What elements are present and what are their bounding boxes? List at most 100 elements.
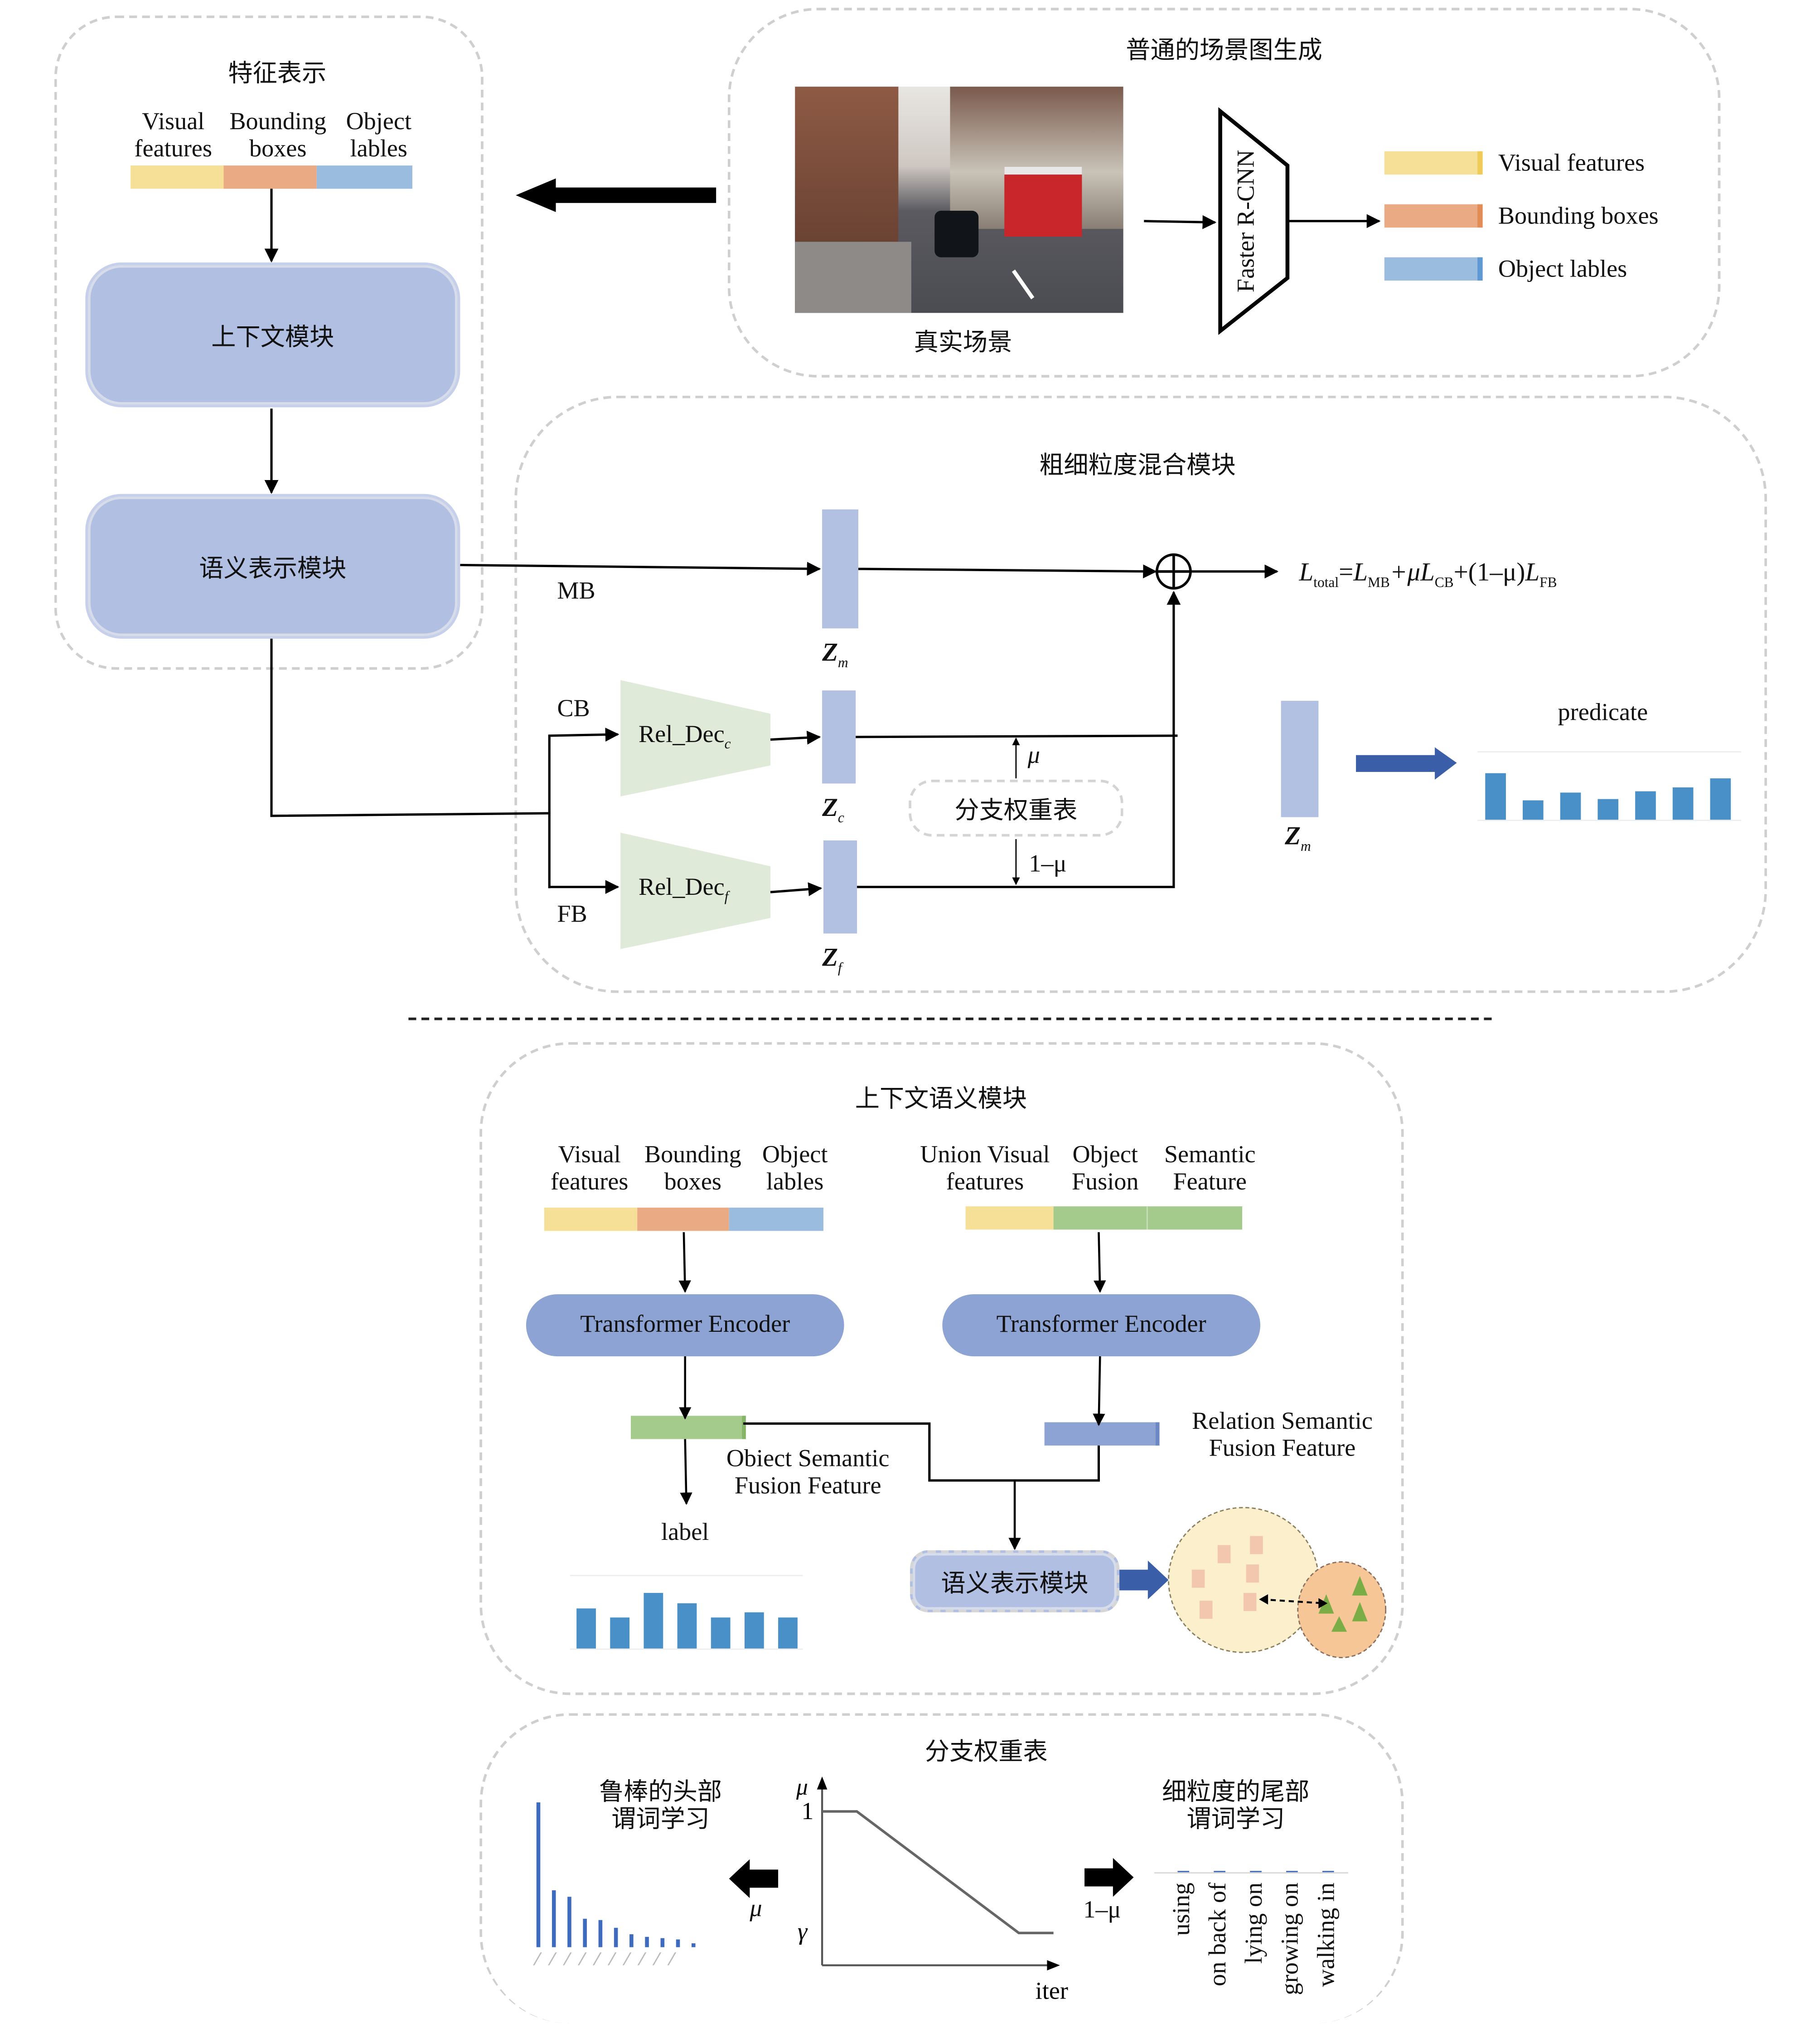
tail-title: 细粒度的尾部谓词学习: [1162, 1777, 1310, 1834]
segment-visual: [544, 1208, 638, 1231]
bar-7: [629, 1934, 634, 1947]
bar-7: [778, 1617, 798, 1649]
bar-6: [1672, 786, 1694, 820]
legend-swatch-visual: [1384, 151, 1483, 175]
segment-semantic-feature: [1147, 1206, 1243, 1230]
blue-arrow-icon: [1119, 1560, 1169, 1600]
mu-schedule-line: [822, 1810, 1054, 1935]
z-output-label: Zm: [1285, 822, 1311, 855]
cs-semantic-module-label: 语义表示模块: [941, 1569, 1089, 1598]
z-output-vector: [1281, 700, 1319, 817]
context-semantic-panel: [479, 1042, 1404, 1695]
bar-4: [677, 1604, 697, 1649]
bar-9: [660, 1938, 665, 1947]
bar-2: [552, 1890, 556, 1947]
scene-panel-title: 普通的场景图生成: [1126, 36, 1322, 65]
rel-dec-fine-label: Rel_Decf: [639, 874, 728, 911]
bar-6: [614, 1928, 618, 1947]
mix-panel-title: 粗细粒度混合模块: [1039, 451, 1236, 480]
semantic-module[interactable]: 语义表示模块: [85, 494, 460, 639]
bar-11: [691, 1942, 696, 1947]
semantic-module-label: 语义表示模块: [199, 554, 347, 582]
tail-bar-3: [1286, 1871, 1298, 1873]
segment-bbox: [223, 165, 317, 189]
mu-label: μ: [1027, 742, 1040, 770]
image-caption: 真实场景: [914, 328, 1012, 357]
encoder-right[interactable]: Transformer Encoder: [942, 1294, 1260, 1357]
bar-2: [1523, 800, 1544, 820]
segment-label-line2: boxes: [249, 136, 307, 163]
cs-semantic-module[interactable]: 语义表示模块: [910, 1550, 1120, 1612]
label-chart-title: label: [661, 1519, 709, 1547]
red-bus: [1004, 166, 1082, 237]
segment-union-visual: [965, 1206, 1054, 1230]
feature-vector-top: [131, 165, 412, 189]
feature-panel-title: 特征表示: [228, 59, 327, 88]
bar-8: [645, 1937, 649, 1947]
branch-cb-label: CB: [557, 695, 590, 723]
decoder-name: Rel_Dec: [639, 721, 725, 749]
bar-3: [644, 1592, 663, 1649]
bar-7: [1710, 778, 1731, 820]
bar-5: [598, 1919, 603, 1947]
head-chart: [532, 1800, 696, 1947]
segment-label-line1: Object: [346, 108, 411, 136]
bar-4: [583, 1918, 587, 1947]
legend-swatch-bbox: [1384, 204, 1483, 228]
encoder-left[interactable]: Transformer Encoder: [526, 1294, 844, 1357]
context-module-label: 上下文模块: [211, 322, 334, 351]
feature-seg-label-0: Visual features: [121, 109, 225, 163]
z-coarse-label: Zc: [822, 794, 844, 826]
z-main-vector: [822, 509, 858, 629]
street-scene-image: [795, 87, 1123, 313]
legend-label-labels: Object lables: [1498, 256, 1627, 283]
loss-formula: Ltotal=LMB+μLCB+(1–μ)LFB: [1299, 558, 1557, 591]
encoder-right-label: Transformer Encoder: [996, 1311, 1206, 1339]
big-left-arrow-icon: [516, 178, 716, 212]
predicate-chart: [1477, 751, 1742, 821]
segment-label-line2: features: [134, 136, 212, 163]
bar-4: [1597, 798, 1619, 820]
head-title: 鲁棒的头部谓词学习: [599, 1777, 722, 1834]
context-semantic-title: 上下文语义模块: [855, 1085, 1027, 1113]
y-tick-gamma: γ: [798, 1917, 808, 1945]
rel-dec-fine-shape: [620, 832, 770, 949]
z-fine-vector: [823, 840, 857, 934]
legend-label-visual: Visual features: [1498, 150, 1645, 177]
segment-visual: [131, 165, 224, 189]
relation-semantic-fusion-vector: [1044, 1422, 1160, 1446]
encoder-left-label: Transformer Encoder: [580, 1311, 790, 1339]
legend-swatch-labels: [1384, 257, 1483, 281]
context-module[interactable]: 上下文模块: [85, 262, 460, 408]
cs-left-vector: [544, 1208, 823, 1231]
weight-table-box[interactable]: 分支权重表: [909, 779, 1123, 837]
relation-double-arrow: [1261, 1598, 1324, 1604]
head-mu-label: μ: [750, 1895, 762, 1923]
mix-panel: [514, 395, 1767, 993]
one-minus-mu-label: 1–μ: [1029, 850, 1067, 878]
segment-object-fusion: [1053, 1206, 1148, 1230]
y-axis-label: μ: [796, 1774, 808, 1800]
bar-1: [1485, 772, 1506, 820]
feature-seg-label-1: Bounding boxes: [220, 109, 336, 163]
bar-5: [711, 1617, 731, 1649]
segment-label-line2: lables: [350, 136, 407, 163]
predicate-chart-title: predicate: [1558, 699, 1648, 727]
branch-weight-panel: [479, 1713, 1404, 2024]
rel-dec-coarse-shape: [620, 680, 770, 797]
tail-bar-4: [1322, 1871, 1334, 1873]
z-fine-label: Zf: [822, 944, 842, 976]
decoder-name: Rel_Dec: [639, 874, 725, 902]
